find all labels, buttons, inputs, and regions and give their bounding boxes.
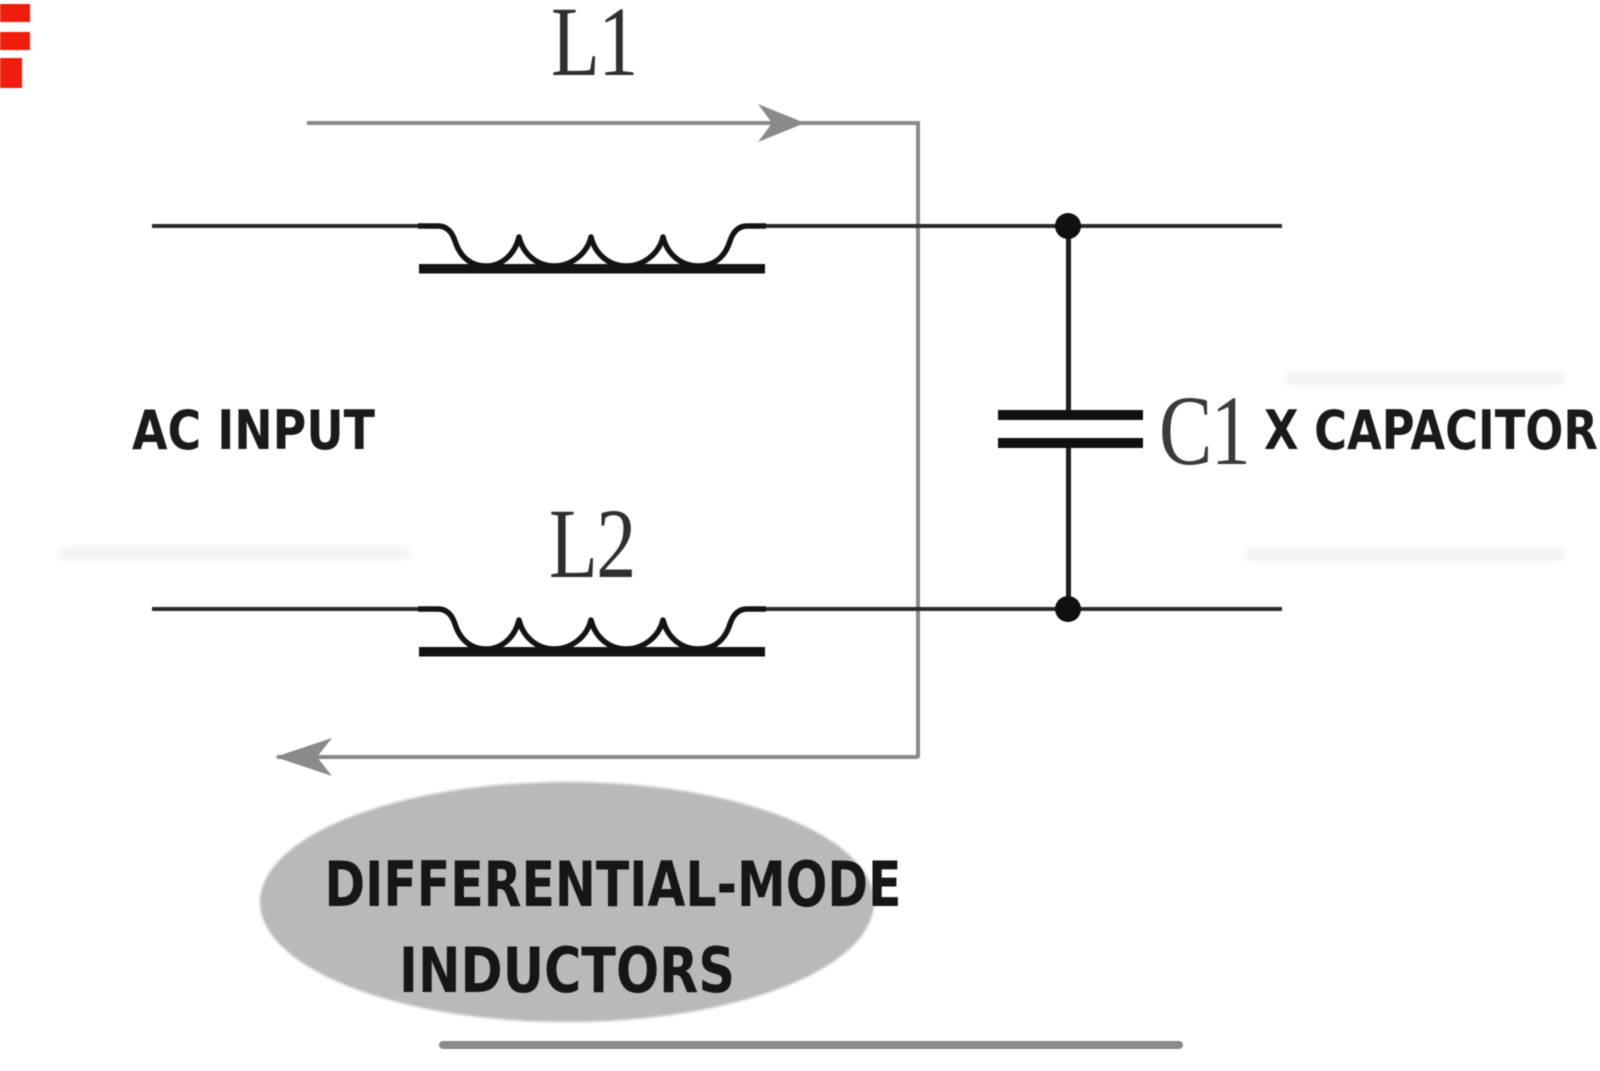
wire-bottom-right-segment bbox=[755, 607, 1282, 611]
capacitor-plate-top bbox=[998, 410, 1143, 420]
forward-current-arrow-line bbox=[307, 121, 918, 125]
divider-line bbox=[439, 1041, 1183, 1049]
differential-mode-callout-text: DIFFERENTIAL-MODE INDUCTORS bbox=[260, 782, 902, 1022]
red-edge-mark bbox=[0, 4, 30, 22]
red-edge-mark bbox=[0, 58, 22, 88]
right-arrow-icon bbox=[758, 104, 805, 142]
junction-dot-bottom bbox=[1055, 596, 1081, 622]
differential-mode-callout-ellipse bbox=[260, 782, 874, 1022]
faint-smudge bbox=[1285, 372, 1565, 385]
feedback-loop-vertical-line bbox=[916, 121, 920, 758]
wire-top-left-segment bbox=[152, 224, 440, 228]
capacitor-lead-top bbox=[1066, 226, 1071, 412]
inductor-l2-label: L2 bbox=[549, 488, 636, 599]
inductor-l2-coil bbox=[418, 606, 766, 657]
inductor-l1-coil bbox=[418, 223, 766, 274]
faint-smudge bbox=[60, 547, 410, 560]
capacitor-lead-bottom bbox=[1066, 448, 1071, 609]
x-capacitor-label: X CAPACITOR bbox=[1264, 399, 1598, 462]
left-arrow-icon bbox=[275, 738, 332, 776]
wire-bottom-left-segment bbox=[152, 607, 440, 611]
capacitor-plate-bottom bbox=[998, 438, 1143, 448]
return-current-arrow-line bbox=[277, 755, 918, 759]
ac-input-label: AC INPUT bbox=[132, 399, 375, 462]
inductor-l1-label: L1 bbox=[551, 0, 638, 97]
wire-top-right-segment bbox=[755, 224, 1282, 228]
callout-line2: INDUCTORS bbox=[399, 934, 735, 1007]
red-edge-mark bbox=[0, 32, 30, 50]
capacitor-c1-label: C1 bbox=[1159, 375, 1251, 486]
junction-dot-top bbox=[1055, 213, 1081, 239]
faint-smudge bbox=[1245, 548, 1565, 561]
callout-line1: DIFFERENTIAL-MODE bbox=[324, 848, 902, 921]
